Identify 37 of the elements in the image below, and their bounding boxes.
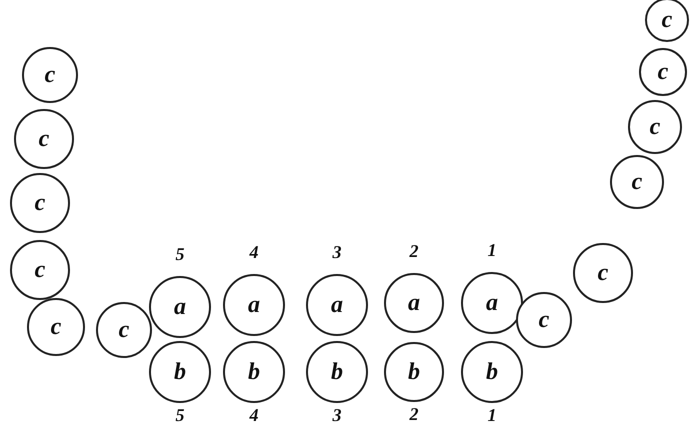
column-number: 2 — [408, 404, 420, 425]
circle-letter: b — [408, 360, 420, 384]
column-number: 1 — [486, 240, 498, 261]
circle-letter: b — [174, 360, 186, 384]
circle-letter: a — [174, 295, 186, 319]
circle-letter: b — [331, 360, 343, 384]
circle-letter: c — [34, 258, 46, 282]
circle-node — [610, 155, 664, 209]
column-number: 1 — [486, 405, 498, 426]
column-number: 2 — [408, 241, 420, 262]
circle-letter: b — [248, 360, 260, 384]
circle-letter: b — [486, 360, 498, 384]
circle-letter: c — [662, 8, 672, 32]
circle-letter: c — [650, 115, 660, 139]
circle-node — [645, 0, 689, 42]
circle-letter: c — [658, 60, 668, 84]
circle-letter: c — [34, 191, 46, 215]
circle-letter: c — [38, 127, 50, 151]
column-number: 3 — [331, 405, 342, 426]
circle-letter: c — [632, 170, 642, 194]
circle-letter: a — [408, 291, 420, 315]
column-number: 4 — [248, 405, 260, 426]
circle-letter: c — [118, 318, 130, 342]
circle-letter: c — [538, 308, 550, 332]
circle-letter: c — [50, 315, 62, 339]
circle-node — [628, 100, 682, 154]
column-number: 3 — [331, 242, 342, 263]
circle-letter: c — [44, 63, 56, 87]
circle-node — [96, 302, 152, 358]
column-number: 4 — [248, 242, 260, 263]
circle-letter: c — [598, 261, 608, 285]
column-number: 5 — [174, 244, 186, 265]
circle-letter: a — [248, 293, 260, 317]
circle-letter: a — [331, 293, 343, 317]
circle-letter: a — [486, 291, 498, 315]
circle-node — [639, 48, 687, 96]
column-number: 5 — [174, 405, 186, 426]
